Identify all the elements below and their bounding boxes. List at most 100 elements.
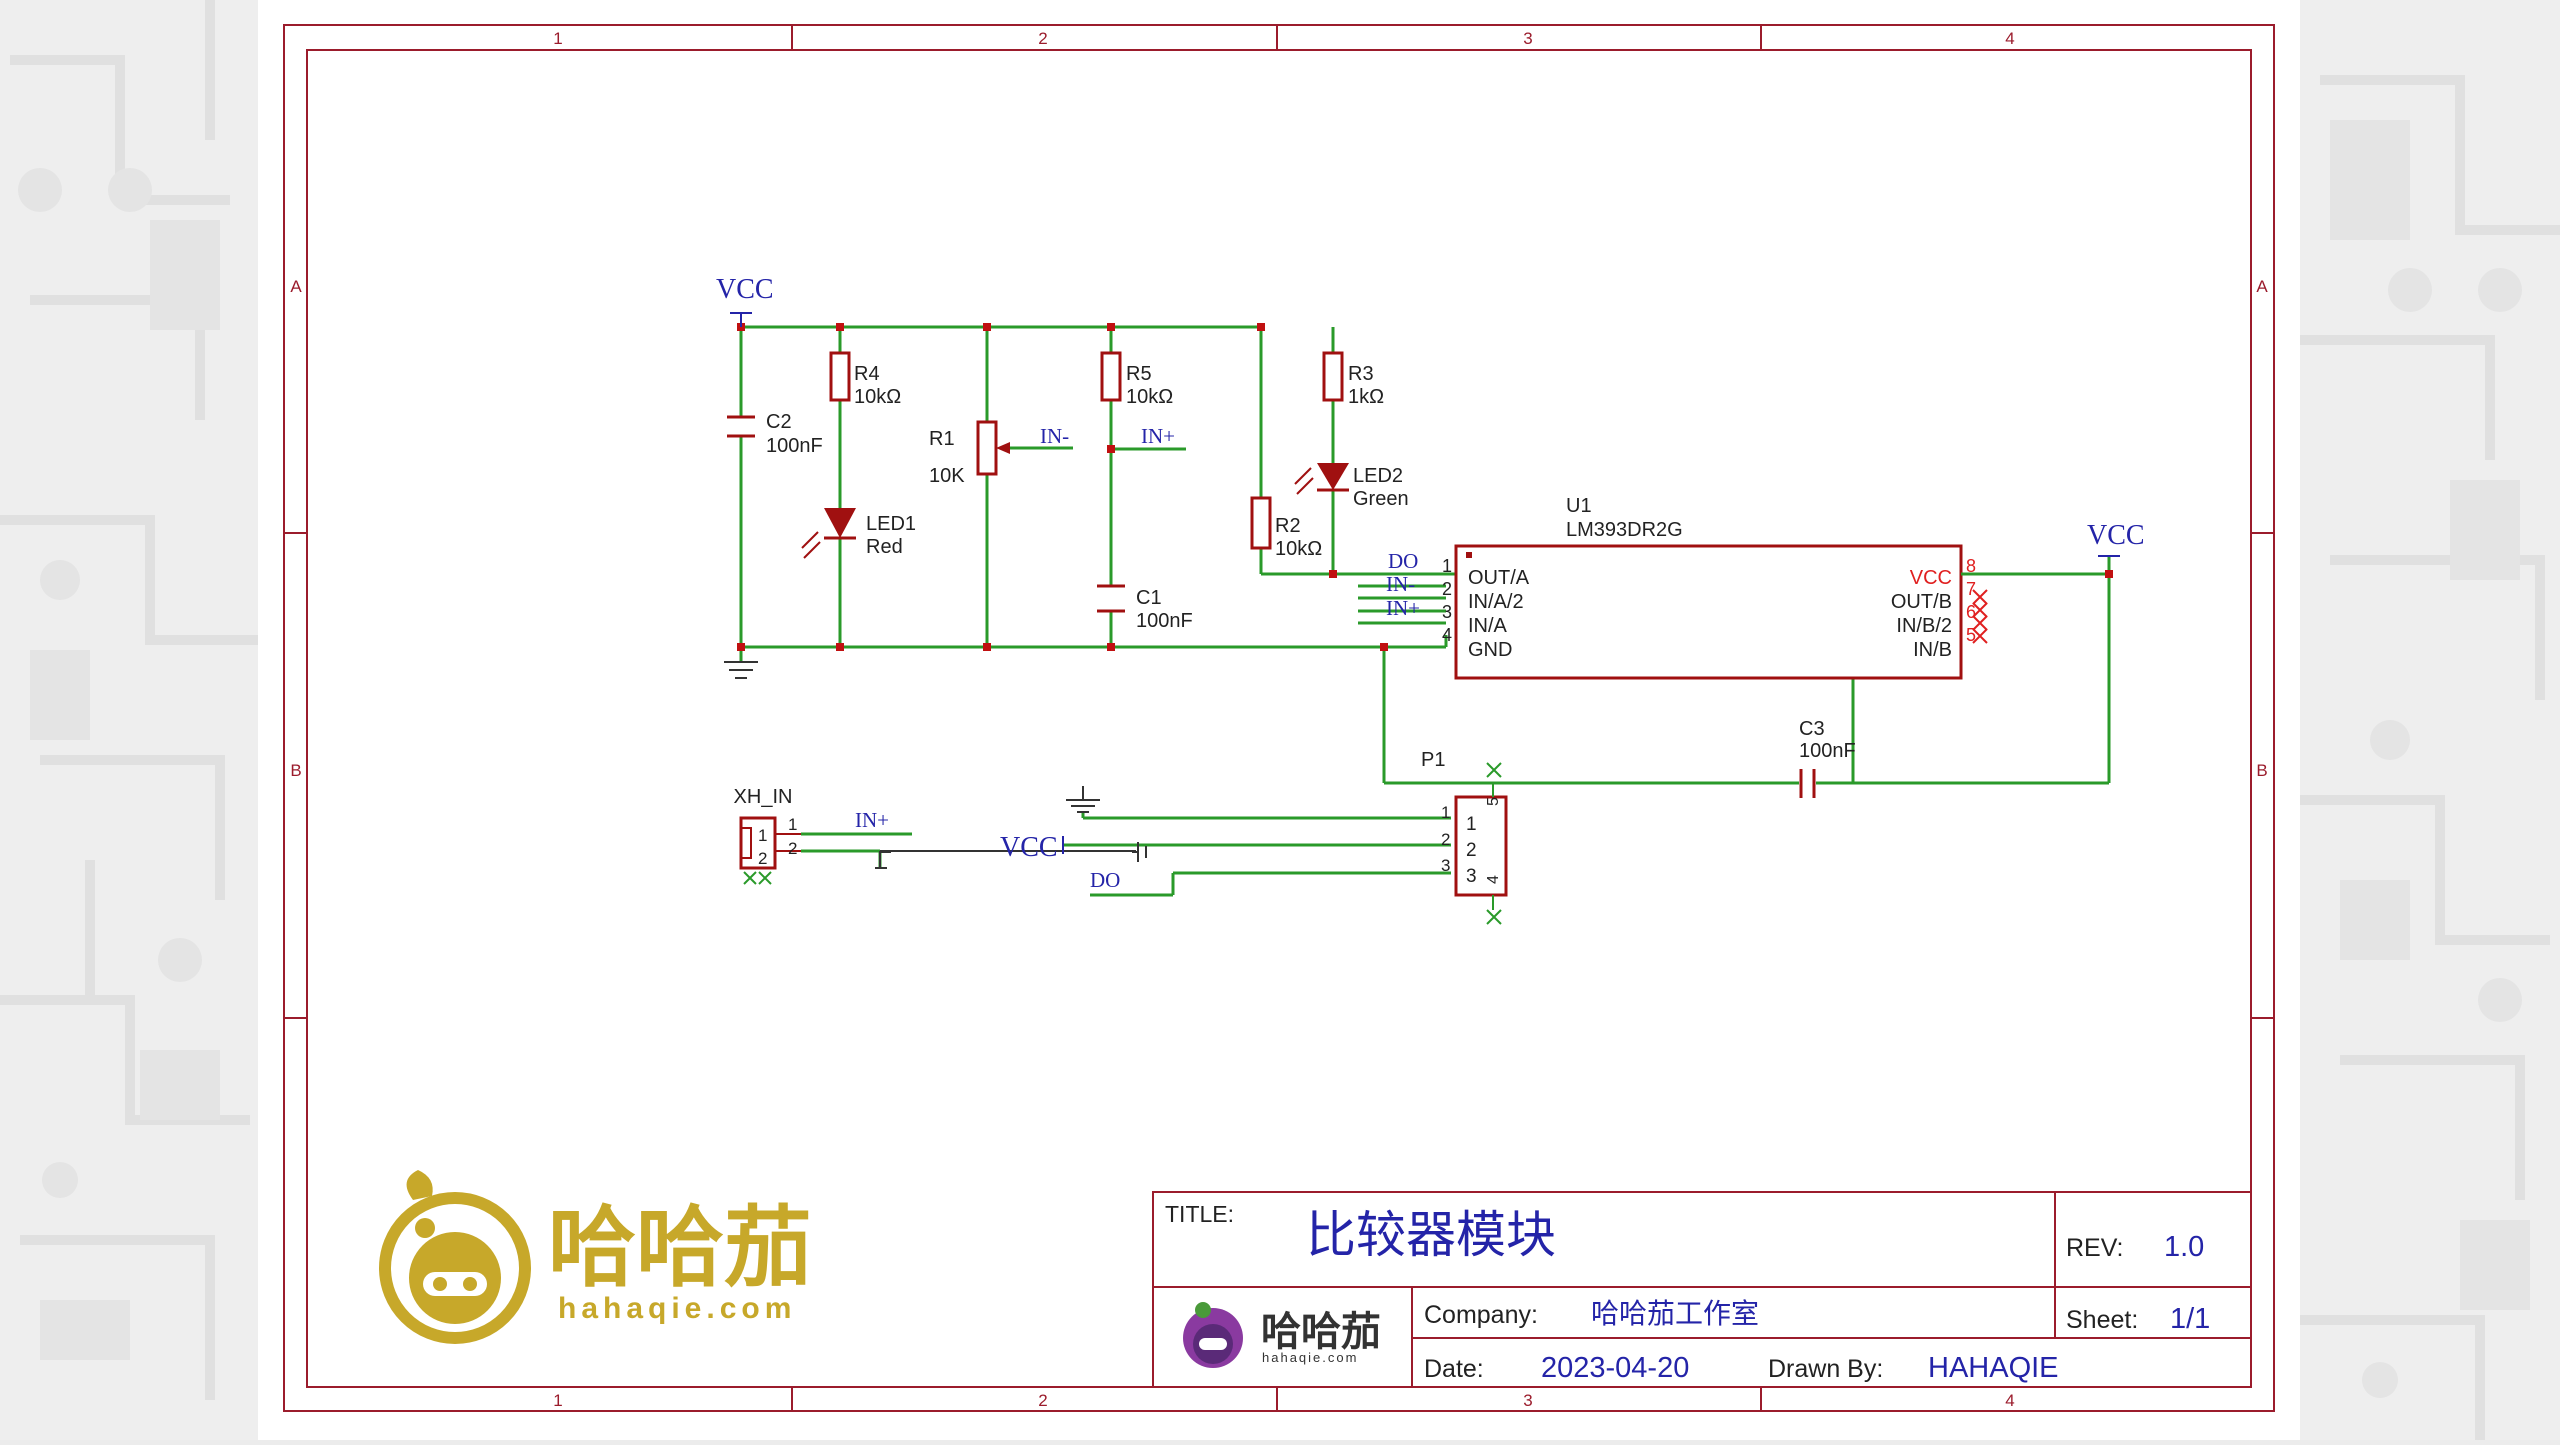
zone-label-bottom-1: 1 [553, 1391, 562, 1410]
drawn-by-label: Drawn By: [1768, 1355, 1883, 1383]
svg-text:VCC: VCC [1910, 567, 1952, 589]
net-label-in-plus: IN+ [1141, 424, 1175, 448]
u1-pin-numbers-right: 8 7 6 5 [1966, 556, 1976, 645]
title-block-logo-url: hahaqie.com [1262, 1350, 1358, 1365]
title-label: TITLE: [1165, 1201, 1234, 1227]
hahaqie-logo: 哈哈茄 hahaqie.com [379, 1170, 812, 1344]
r3-value: 1kΩ [1348, 386, 1384, 408]
net-label-in-plus-xh: IN+ [855, 808, 889, 832]
c3-ref: C3 [1799, 718, 1825, 740]
c1-value: 100nF [1136, 610, 1193, 632]
logo-name: 哈哈茄 [548, 1198, 812, 1297]
rev-label: REV: [2066, 1234, 2123, 1262]
company-value: 哈哈茄工作室 [1591, 1298, 1759, 1329]
zone-label-top-1: 1 [553, 29, 562, 48]
c1-ref: C1 [1136, 587, 1162, 609]
svg-text:IN/B: IN/B [1913, 639, 1952, 661]
logo-icon [379, 1170, 531, 1344]
svg-text:1: 1 [758, 826, 767, 845]
u1-pin-numbers-left: 1 2 3 4 [1442, 556, 1452, 645]
potentiometer-r1: R1 10K [929, 420, 1010, 487]
vcc-label-p1: VCC [1000, 832, 1058, 863]
svg-text:4: 4 [1485, 875, 1502, 884]
vcc-label-left: VCC [716, 274, 774, 305]
led-led2: LED2 Green [1294, 463, 1409, 510]
capacitor-c1: C1 100nF [1097, 584, 1193, 632]
connector-p1: P1 1 2 3 1 2 3 5 4 [1421, 749, 1508, 925]
svg-text:2: 2 [758, 849, 767, 868]
svg-text:6: 6 [1966, 602, 1976, 622]
net-label-do-p1: DO [1090, 868, 1120, 892]
sheet-label: Sheet: [2066, 1306, 2138, 1334]
title-block-logo: 哈哈茄 hahaqie.com [1183, 1302, 1381, 1368]
net-labels: IN- IN+ DO IN- IN+ IN+ DO [855, 424, 1420, 892]
zone-label-left-b: B [290, 761, 301, 780]
svg-text:8: 8 [1966, 556, 1976, 576]
led1-ref: LED1 [866, 513, 916, 535]
svg-text:2: 2 [1441, 830, 1450, 849]
r4-value: 10kΩ [854, 386, 901, 408]
u1-chip [1454, 544, 1963, 680]
title-block-logo-name: 哈哈茄 [1261, 1310, 1381, 1354]
svg-text:GND: GND [1468, 639, 1512, 661]
zone-label-top-4: 4 [2005, 29, 2014, 48]
title-value: 比较器模块 [1306, 1207, 1556, 1263]
resistor-r5: R5 10kΩ [1100, 351, 1173, 408]
resistor-r2: R2 10kΩ [1250, 496, 1322, 560]
zone-label-bottom-3: 3 [1523, 1391, 1532, 1410]
svg-text:OUT/B: OUT/B [1891, 591, 1952, 613]
date-value: 2023-04-20 [1541, 1352, 1689, 1384]
net-label-do-u1: DO [1388, 549, 1418, 573]
led2-ref: LED2 [1353, 465, 1403, 487]
svg-text:5: 5 [1485, 797, 1502, 806]
rev-value: 1.0 [2164, 1231, 2204, 1263]
r2-value: 10kΩ [1275, 538, 1322, 560]
schematic-canvas: 1 2 3 4 1 2 3 4 A B A B [283, 24, 2275, 1412]
ground-symbol-main [724, 661, 758, 679]
p1-ref: P1 [1421, 749, 1445, 771]
vcc-label-right: VCC [2087, 520, 2145, 551]
u1-pin1-marker [1466, 552, 1472, 558]
sheet-value: 1/1 [2170, 1303, 2210, 1335]
svg-text:2: 2 [1466, 840, 1477, 861]
svg-text:OUT/A: OUT/A [1468, 567, 1530, 589]
net-label-in-minus: IN- [1040, 424, 1069, 448]
zone-label-top-3: 3 [1523, 29, 1532, 48]
svg-text:3: 3 [1441, 856, 1450, 875]
u1-value: LM393DR2G [1566, 519, 1683, 541]
svg-text:5: 5 [1966, 625, 1976, 645]
capacitor-c3: C3 100nF [1799, 718, 1856, 798]
zone-label-top-2: 2 [1038, 29, 1047, 48]
resistor-r3: R3 1kΩ [1322, 351, 1384, 408]
svg-text:1: 1 [1466, 814, 1477, 835]
net-label-in-plus-u1: IN+ [1386, 596, 1420, 620]
ic-u1: U1 LM393DR2G [1566, 495, 1683, 541]
r2-ref: R2 [1275, 515, 1301, 537]
svg-text:IN/A: IN/A [1468, 615, 1508, 637]
r5-ref: R5 [1126, 363, 1152, 385]
circuit-pattern-left [0, 0, 258, 1440]
ground-symbol-p1 [1066, 786, 1100, 813]
r1-value: 10K [929, 465, 965, 487]
logo-url: hahaqie.com [558, 1292, 796, 1325]
svg-text:1: 1 [788, 815, 797, 834]
svg-text:IN/B/2: IN/B/2 [1896, 615, 1952, 637]
resistor-r4: R4 10kΩ [829, 351, 901, 408]
title-block-text: TITLE: 比较器模块 REV: 1.0 Company: 哈哈茄工作室 Sh… [1165, 1201, 2210, 1384]
u1-pin-names-left: OUT/A IN/A/2 IN/A GND [1468, 567, 1530, 661]
svg-text:3: 3 [1466, 866, 1477, 887]
zone-label-right-b: B [2256, 761, 2267, 780]
right-background-panel [2300, 0, 2560, 1440]
svg-text:1: 1 [1442, 556, 1452, 576]
svg-text:2: 2 [788, 839, 797, 858]
r5-value: 10kΩ [1126, 386, 1173, 408]
zone-label-left-a: A [290, 277, 302, 296]
u1-pin-names-right: VCC OUT/B IN/B/2 IN/B [1891, 567, 1952, 661]
svg-text:1: 1 [1441, 803, 1450, 822]
svg-text:3: 3 [1442, 602, 1452, 622]
svg-text:2: 2 [1442, 579, 1452, 599]
left-background-panel [0, 0, 258, 1440]
drawn-by-value: HAHAQIE [1928, 1352, 2059, 1384]
c2-ref: C2 [766, 411, 792, 433]
date-label: Date: [1424, 1355, 1484, 1383]
